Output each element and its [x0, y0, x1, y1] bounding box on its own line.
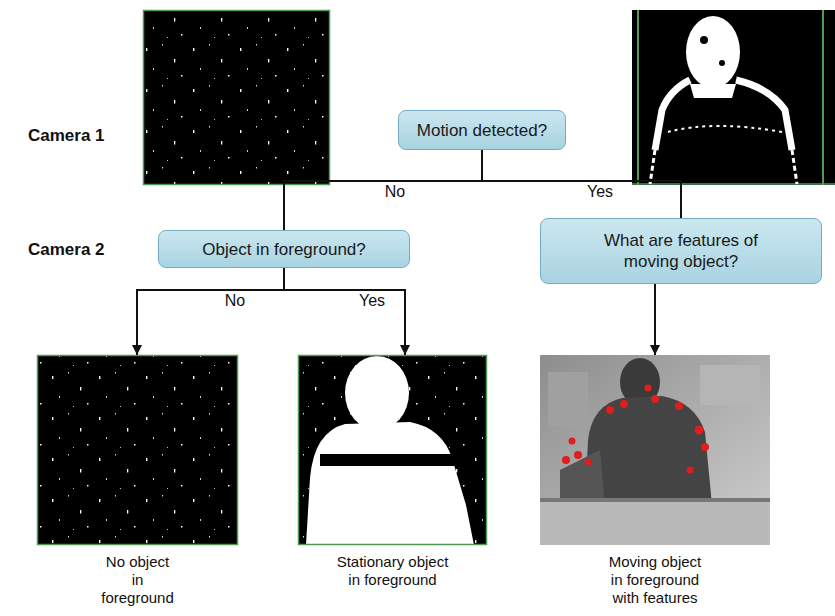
decision-box: Motion detected?: [398, 110, 566, 150]
question-text: What are features of moving object?: [589, 230, 774, 272]
foreground-image: [298, 355, 487, 545]
decision-box: Object in foreground?: [158, 230, 410, 268]
connector: [482, 150, 681, 218]
decision-box: What are features of moving object?: [540, 218, 822, 284]
image-panel: Stationary object in foreground: [298, 355, 487, 589]
branch-label: Yes: [357, 292, 387, 310]
camera-label: Camera 1: [28, 126, 105, 146]
connector: [284, 268, 405, 355]
mask-image: [37, 355, 238, 545]
branch-label: No: [223, 292, 247, 310]
image-panel: Moving object in foreground with feature…: [540, 355, 770, 607]
image-panel: No object in foreground: [37, 355, 238, 607]
caption-text: Moving object in foreground with feature…: [605, 553, 705, 607]
connector: [654, 284, 656, 355]
question-text: Object in foreground?: [202, 239, 366, 260]
motion-image: [632, 10, 835, 185]
mask-image: [143, 10, 330, 185]
branch-label: No: [383, 183, 407, 201]
camera-label: Camera 2: [28, 240, 105, 260]
connector: [284, 150, 482, 230]
question-text: Motion detected?: [417, 120, 547, 141]
feature-photo: [540, 355, 770, 545]
caption-text: No object in foreground: [101, 553, 175, 607]
branch-label: Yes: [585, 183, 615, 201]
caption-text: Stationary object in foreground: [333, 553, 452, 589]
connector: [137, 268, 284, 355]
